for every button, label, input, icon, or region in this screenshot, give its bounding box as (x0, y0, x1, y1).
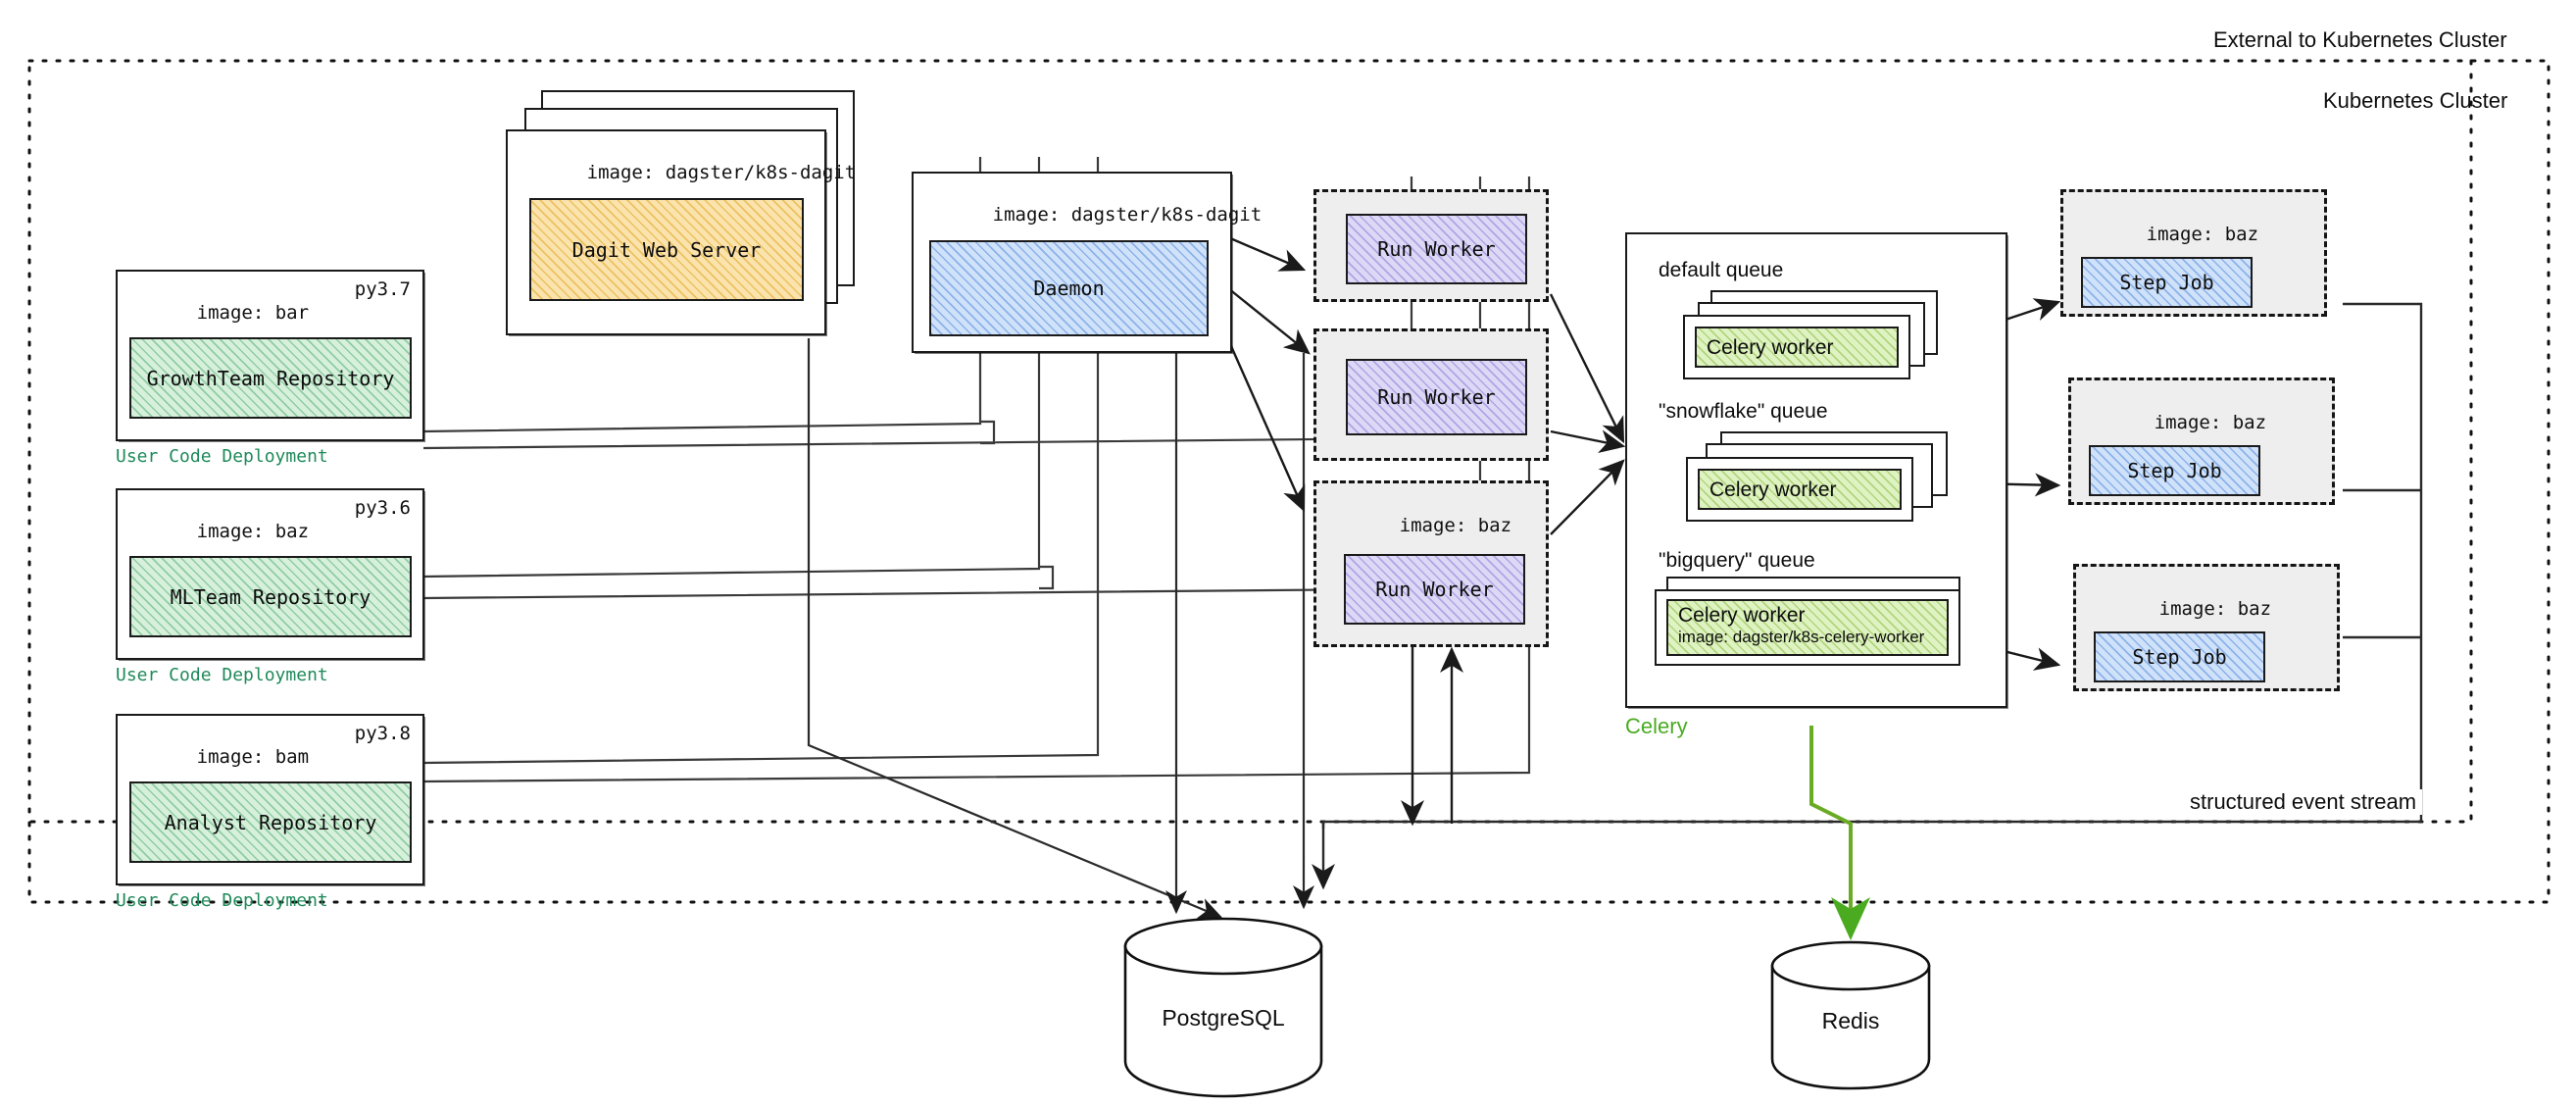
daemon-to-runworker (1221, 233, 1311, 513)
user-code-deployment-caption-3: User Code Deployment (116, 890, 328, 911)
celery-worker-card-2[interactable]: Celery worker (1686, 457, 1913, 522)
user-code-deployment-2[interactable]: image: baz py3.6 tag: 6 MLTeam Repositor… (116, 488, 424, 660)
run-worker-box-2[interactable]: Run Worker (1346, 359, 1527, 435)
step-job-title-1: Step Job (2119, 271, 2214, 294)
repository-box-1[interactable]: GrowthTeam Repository (129, 337, 412, 419)
step-job-image-line-1: image: baz (2146, 223, 2259, 245)
runworker-to-celery (1549, 293, 1626, 535)
redis-label: Redis (1821, 1008, 1880, 1033)
celery-worker-card-3[interactable]: Celery worker image: dagster/k8s-celery-… (1655, 589, 1960, 666)
step-job-group-3[interactable]: image: baz tag: 6 Step Job (2073, 564, 2340, 691)
kubernetes-boundary-label: Kubernetes Cluster (2323, 88, 2508, 113)
celery-worker-box-2[interactable]: Celery worker (1698, 469, 1902, 510)
step-job-group-2[interactable]: image: baz tag: 6 Step Job (2068, 378, 2335, 505)
step-job-box-2[interactable]: Step Job (2089, 445, 2260, 496)
dagit-web-server-box[interactable]: Dagit Web Server (529, 198, 804, 301)
step-job-box-3[interactable]: Step Job (2094, 631, 2265, 682)
db-links (807, 338, 1314, 919)
run-worker-box-1[interactable]: Run Worker (1346, 214, 1527, 284)
repository-box-2[interactable]: MLTeam Repository (129, 556, 412, 637)
step-job-title-2: Step Job (2127, 459, 2222, 482)
python-version-2: py3.6 (354, 497, 411, 519)
python-version-3: py3.8 (354, 723, 411, 744)
celery-label: Celery (1625, 714, 1688, 738)
celery-worker-box-3[interactable]: Celery worker image: dagster/k8s-celery-… (1666, 599, 1949, 656)
user-code-deployment-3[interactable]: image: bam py3.8 tag: latest Analyst Rep… (116, 714, 424, 885)
celery-to-redis (1809, 726, 1870, 940)
daemon-pod[interactable]: image: dagster/k8s-dagit tag: 0.11.0 Dae… (912, 172, 1262, 353)
user-code-deployment-caption-2: User Code Deployment (116, 665, 328, 685)
step-job-group-1[interactable]: image: baz tag: 6 Step Job (2060, 189, 2327, 317)
runworker-db-arrows (1401, 646, 1463, 827)
dagit-image-line: image: dagster/k8s-dagit (586, 161, 857, 183)
step-job-box-1[interactable]: Step Job (2081, 257, 2253, 308)
dagit-title: Dagit Web Server (571, 237, 762, 262)
queue-label-bigquery: "bigquery" queue (1659, 549, 1815, 572)
celery-worker-card-1[interactable]: Celery worker (1683, 315, 1910, 379)
daemon-box[interactable]: Daemon (929, 240, 1209, 336)
run-worker-title-3: Run Worker (1375, 578, 1494, 601)
celery-worker-image-3: image: dagster/k8s-celery-worker (1678, 628, 1925, 647)
run-worker-box-3[interactable]: Run Worker (1344, 554, 1525, 625)
run-worker-image-line-3: image: baz (1399, 514, 1512, 536)
structured-event-stream-label: structured event stream (2184, 789, 2423, 815)
celery-worker-title-2: Celery worker (1709, 478, 1837, 502)
step-job-image-line-2: image: baz (2154, 411, 2267, 433)
step-job-title-3: Step Job (2132, 645, 2227, 669)
image-line-2: image: baz (196, 520, 310, 542)
repository-label-2: MLTeam Repository (170, 584, 372, 609)
repository-label-1: GrowthTeam Repository (146, 366, 395, 390)
run-worker-job-2[interactable]: Run Worker (1313, 328, 1549, 461)
queue-label-snowflake: "snowflake" queue (1659, 400, 1828, 423)
daemon-title: Daemon (1033, 277, 1105, 300)
repository-label-3: Analyst Repository (164, 810, 377, 834)
queue-label-default: default queue (1659, 259, 1784, 281)
daemon-image-line: image: dagster/k8s-dagit (992, 203, 1263, 226)
dagit-web-server-pod[interactable]: image: dagster/k8s-dagit tag: 0.11.0 Dag… (506, 129, 856, 335)
run-worker-job-3[interactable]: image: baz tag: 6 Run Worker (1313, 480, 1549, 647)
external-boundary-label: External to Kubernetes Cluster (2213, 27, 2507, 52)
user-code-deployment-caption-1: User Code Deployment (116, 446, 328, 467)
python-version-1: py3.7 (354, 278, 411, 300)
celery-worker-box-1[interactable]: Celery worker (1695, 327, 1899, 368)
image-line-3: image: bam (196, 745, 310, 768)
celery-worker-title-3: Celery worker (1678, 604, 1806, 627)
user-code-deployment-1[interactable]: image: bar py3.7 tag: 5 GrowthTeam Repos… (116, 270, 424, 441)
step-job-image-line-3: image: baz (2158, 597, 2272, 620)
run-worker-title-2: Run Worker (1377, 385, 1496, 409)
run-worker-job-1[interactable]: Run Worker (1313, 189, 1549, 302)
celery-worker-title-1: Celery worker (1707, 336, 1834, 360)
image-line-1: image: bar (196, 301, 310, 324)
repository-box-3[interactable]: Analyst Repository (129, 781, 412, 863)
postgresql-label: PostgreSQL (1162, 1005, 1285, 1031)
run-worker-title-1: Run Worker (1377, 237, 1496, 261)
